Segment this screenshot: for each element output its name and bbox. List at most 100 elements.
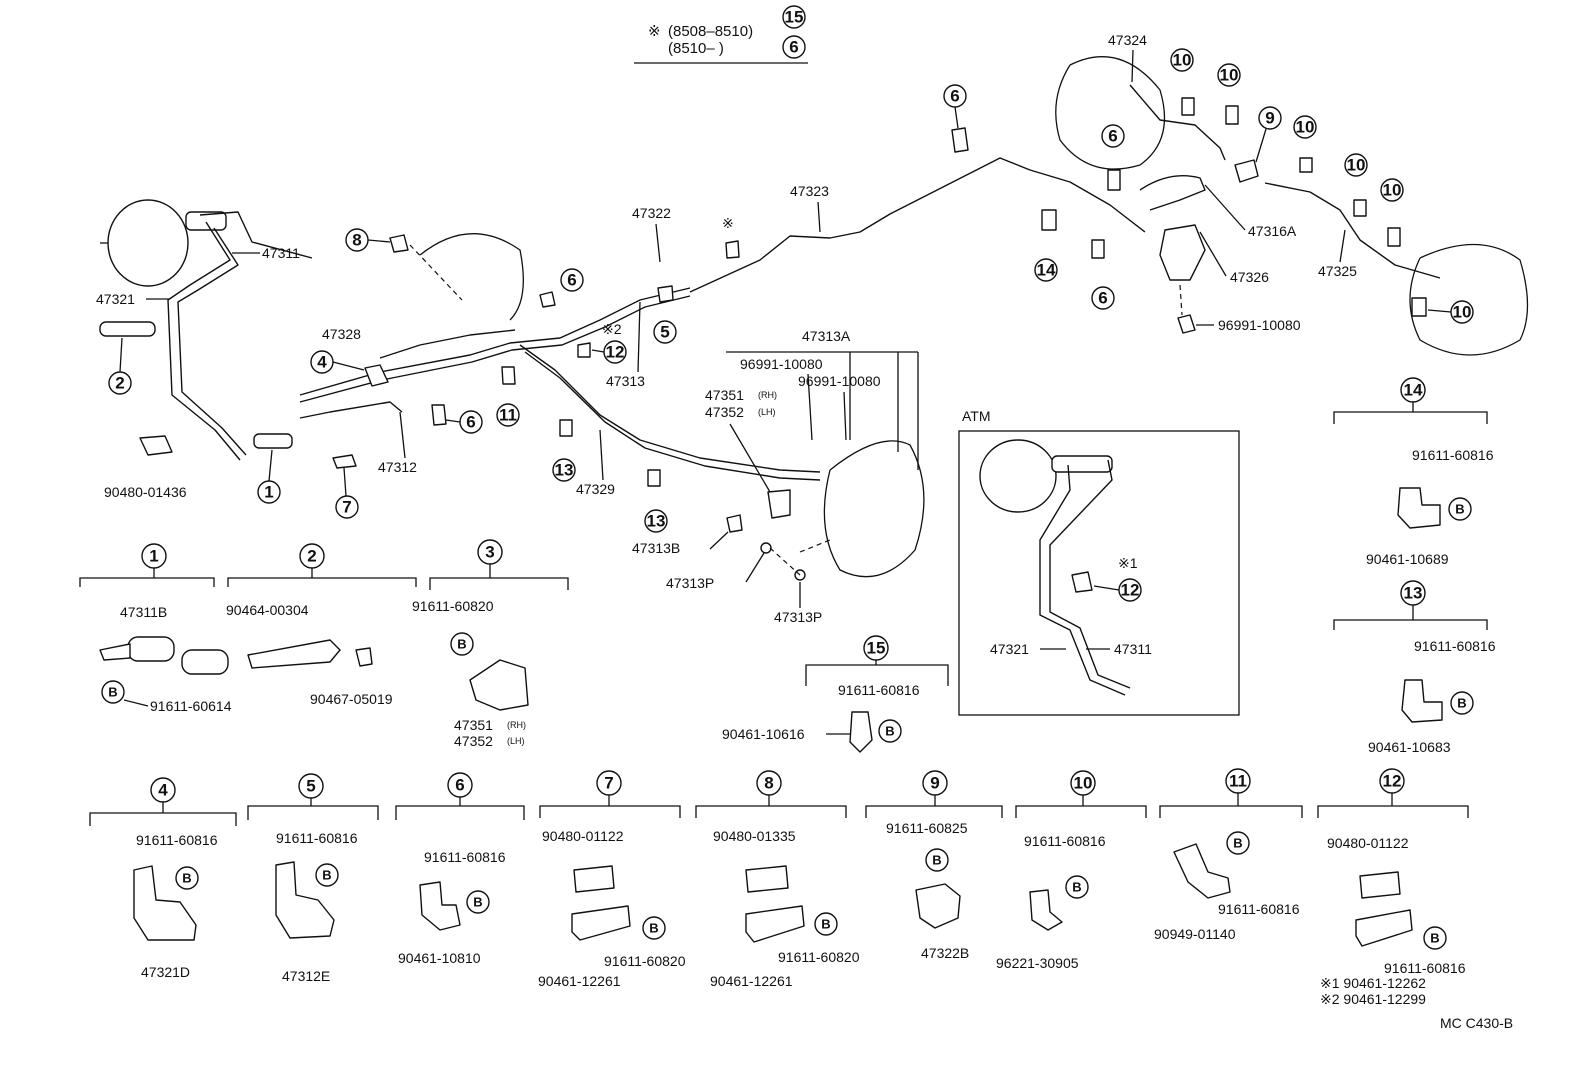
detail-7-clamp [571, 905, 631, 941]
tube-47311-upper [199, 211, 313, 259]
callout-6e-circle [1101, 124, 1125, 148]
label-47321: 47321 [96, 291, 135, 307]
clamp-10-main-a [1181, 97, 1195, 116]
detail-11-num: 11 [1229, 772, 1247, 791]
clamp-6-main [431, 404, 447, 426]
detail-3-c: 47352 [454, 733, 493, 749]
label-47323: 47323 [790, 183, 829, 199]
detail-9-clamp [915, 883, 961, 929]
clamp-10-main-b [1225, 105, 1239, 125]
atm-callout-12: 12 [1121, 581, 1140, 600]
detail-8: 8 90480-01335 B 91611-60820 90461-12261 [695, 770, 860, 989]
clamp-10-main-e [1387, 227, 1401, 247]
detail-14-b: 90461-10689 [1366, 551, 1449, 567]
detail-15-clamp [849, 711, 873, 753]
leader-47313 [637, 301, 641, 373]
detail-4-num: 4 [158, 781, 168, 800]
callout-1-leader [268, 449, 273, 482]
detail-15-num: 15 [867, 639, 886, 658]
leader-47316A [1204, 184, 1246, 231]
detail-2-bracket [227, 568, 417, 587]
callout-10e: 10 [1383, 181, 1402, 200]
detail-15-bolt: B [885, 724, 894, 739]
part-47313B-main [726, 514, 743, 533]
callout-10e-circle [1380, 178, 1404, 202]
rear-left-drum [1055, 56, 1166, 170]
detail-1-a: 47311B [120, 604, 167, 620]
clamp-10-main-f [1411, 297, 1427, 317]
callout-5: 5 [660, 323, 669, 342]
detail-12-bolt-circle [1423, 926, 1447, 950]
callout-7: 7 [342, 498, 351, 517]
callout-10f-leader [1427, 309, 1452, 313]
detail-9-b: 47322B [921, 945, 969, 961]
leader-8 [409, 244, 463, 301]
detail-12-c: ※1 90461-12262 [1320, 975, 1426, 991]
rear-right-drum [1409, 243, 1529, 356]
detail-7-bolt: B [649, 921, 658, 936]
detail-2-b: 90467-05019 [310, 691, 393, 707]
callout-8-leader [367, 239, 391, 243]
atm-tube-47311 [1049, 459, 1131, 689]
clamp-6-main-d [1091, 239, 1105, 259]
callout-1: 1 [264, 483, 273, 502]
detail-3-bracket-part [469, 659, 529, 711]
detail-12-bolt: B [1430, 931, 1439, 946]
detail-10: 10 91611-60816 B 96221-30905 [996, 770, 1147, 971]
callout-9-circle [1258, 106, 1282, 130]
header-legend: ※ (8508–8510) 15 (8510– ) 6 [634, 5, 808, 64]
callout-2-leader [119, 337, 123, 373]
detail-3-lh: (LH) [507, 736, 525, 746]
leader-47351 [729, 423, 771, 493]
leader-dash-96991-c [1179, 284, 1183, 316]
callout-6a-circle [560, 268, 584, 292]
proportioning-valve [1159, 224, 1206, 281]
detail-4-bracket [89, 802, 237, 826]
header-line2: (8510– ) [668, 40, 724, 57]
diagram-code: MC C430-B [1440, 1015, 1513, 1031]
detail-9-bracket [865, 795, 1003, 818]
label-47312: 47312 [378, 459, 417, 475]
detail-2-num: 2 [307, 547, 316, 566]
detail-1-tab [99, 643, 131, 661]
tube-47324 [1129, 84, 1226, 161]
clamp-13-main-a [559, 419, 573, 437]
callout-10b-circle [1217, 63, 1241, 87]
detail-2-clip [247, 639, 341, 669]
clamp-13-main-b [647, 469, 661, 487]
detail-5-b: 47312E [282, 968, 330, 984]
detail-7: 7 90480-01122 B 91611-60820 90461-12261 [538, 770, 686, 989]
detail-14-bolt-circle [1448, 497, 1472, 521]
detail-5: 5 91611-60816 B 47312E [247, 773, 379, 984]
detail-12: 12 90480-01122 B 91611-60816 ※1 90461-12… [1317, 768, 1469, 1007]
clamp-47311B-main [253, 433, 293, 449]
detail-4-bolt-circle [175, 866, 199, 890]
detail-10-bolt: B [1072, 880, 1081, 895]
detail-2-grommet [355, 647, 373, 667]
atm-inset: ATM ※1 12 47321 47311 [958, 408, 1240, 716]
part-90480-01436 [139, 435, 173, 456]
detail-8-bolt-circle [814, 912, 838, 936]
callout-10f: 10 [1453, 303, 1472, 322]
clamp-6-main-b [539, 291, 556, 308]
leader-47329 [599, 429, 604, 481]
detail-3: 3 91611-60820 B 47351 (RH) 47352 (LH) [412, 539, 569, 749]
detail-4-b: 47321D [141, 964, 190, 980]
callout-6e: 6 [1108, 127, 1117, 146]
label-47313P-b: 47313P [774, 609, 822, 625]
detail-9-a: 91611-60825 [886, 820, 968, 836]
main-callouts: 1 2 4 5 6 6 6 6 6 7 8 9 10 10 10 [108, 48, 1474, 533]
callout-4-leader [332, 361, 365, 371]
callout-6a: 6 [567, 271, 576, 290]
label-96991-c: 96991-10080 [1218, 317, 1301, 333]
detail-15-a: 91611-60816 [838, 682, 920, 698]
atm-booster [979, 439, 1057, 513]
callout-13a: 13 [555, 461, 574, 480]
detail-9: 9 91611-60825 B 47322B [865, 770, 1003, 961]
atm-master-cylinder [1051, 455, 1113, 473]
label-47313: 47313 [606, 373, 645, 389]
label-96991-b: 96991-10080 [798, 373, 881, 389]
detail-11-clamp [1173, 843, 1231, 899]
tube-47321-left-b [177, 227, 247, 456]
